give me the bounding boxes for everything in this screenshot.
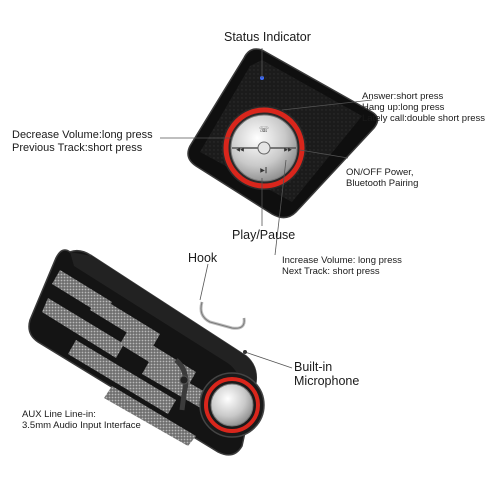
- phone-icon: ☏: [259, 125, 269, 134]
- power-button[interactable]: [257, 141, 271, 155]
- play-pause-icon: ▶‖: [260, 167, 268, 174]
- microphone-hole: [243, 350, 247, 354]
- power-label: ON/OFF Power, Bluetooth Pairing: [346, 167, 419, 189]
- hook-label: Hook: [188, 251, 218, 265]
- hook: [199, 301, 246, 330]
- red-ring: [223, 107, 305, 189]
- play-pause-label: Play/Pause: [232, 228, 296, 242]
- previous-icon: ◀◀: [236, 147, 244, 153]
- aux-port: [179, 375, 189, 385]
- volume-up-label: Increase Volume: long press Next Track: …: [282, 255, 402, 277]
- speaker-side-view: [28, 249, 265, 456]
- passive-radiator: [210, 383, 254, 427]
- volume-down-label: Decrease Volume:long press Previous Trac…: [12, 129, 153, 154]
- end-red-ring: [204, 377, 260, 433]
- aux-label: AUX Line Line-in: 3.5mm Audio Input Inte…: [22, 409, 141, 431]
- answer-hangup-label: Answer:short press Hang up:long press La…: [362, 91, 486, 124]
- control-panel-top-view: ☏ ▶▶ ◀◀ ▶‖: [187, 48, 379, 219]
- status-indicator-label: Status Indicator: [224, 30, 311, 44]
- next-icon: ▶▶: [284, 147, 292, 153]
- microphone-label: Built-in Microphone: [294, 360, 360, 389]
- speaker-grille: [42, 270, 212, 446]
